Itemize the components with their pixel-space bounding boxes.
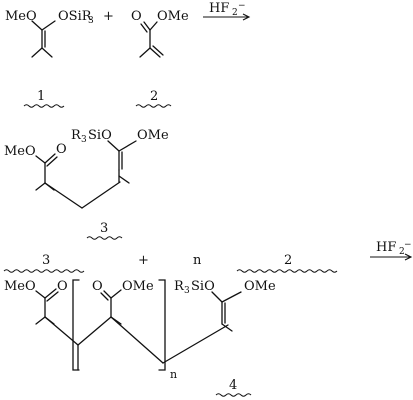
- bond: [221, 323, 233, 332]
- bond: [107, 140, 120, 152]
- meo-label: MeO: [4, 144, 36, 159]
- polymer-product-4: MeO O O OMe R 3 SiO OMe n: [4, 279, 276, 381]
- catalyst-subscript: 2: [399, 247, 405, 257]
- label-2: 2: [284, 253, 292, 268]
- ome-label-2: OMe: [244, 279, 276, 294]
- label-1: 1: [37, 89, 45, 104]
- wavy-underline: [135, 104, 172, 108]
- label-2: 2: [150, 89, 158, 104]
- catalyst-superscript: −: [404, 240, 412, 250]
- catalyst-label: HF: [376, 240, 396, 255]
- wavy-underline: [3, 269, 85, 273]
- catalyst-superscript: −: [238, 1, 246, 11]
- r-subscript: 3: [184, 286, 190, 296]
- bond: [149, 21, 158, 31]
- wavy-underline: [236, 269, 338, 273]
- reaction-arrow-1: HF 2 −: [203, 1, 251, 21]
- arrow-head: [404, 253, 413, 261]
- carbonyl-o-label: O: [131, 9, 142, 24]
- compound-label-2: 2: [135, 89, 172, 108]
- double-bond: [103, 290, 112, 299]
- osir-label: OSiR: [58, 9, 93, 24]
- bond: [35, 155, 46, 164]
- meo-label: MeO: [4, 279, 36, 294]
- catalyst-label: HF: [209, 1, 229, 16]
- sio-label: SiO: [191, 279, 215, 294]
- bond: [139, 47, 151, 58]
- bond: [77, 316, 112, 346]
- bond: [118, 140, 137, 152]
- bond: [110, 289, 122, 299]
- sio-label: SiO: [88, 128, 112, 143]
- meo-label: MeO: [5, 9, 37, 24]
- reactant-methyl-methacrylate: O OMe: [131, 9, 189, 58]
- bond: [211, 291, 223, 303]
- right-bracket: [158, 279, 166, 371]
- dimer-product-3: MeO O R 3 SiO OMe: [4, 128, 169, 209]
- double-bond: [149, 47, 161, 58]
- double-bond: [152, 45, 164, 56]
- n-equivalents-label: n: [193, 253, 202, 268]
- double-bond: [46, 291, 59, 302]
- label-3: 3: [42, 253, 50, 268]
- carbonyl-o-label: O: [57, 279, 68, 294]
- double-bond: [46, 156, 58, 167]
- r-subscript: 3: [81, 135, 87, 145]
- arrow-head: [242, 13, 251, 21]
- plus-sign: +: [138, 253, 149, 268]
- reactant-silyl-ketene-acetal: MeO OSiR 3: [5, 9, 94, 58]
- double-bond: [44, 153, 56, 164]
- bond: [35, 316, 46, 325]
- bond: [81, 181, 121, 209]
- left-bracket: [72, 279, 80, 371]
- bond: [41, 47, 53, 58]
- double-bond: [143, 21, 151, 31]
- bond: [162, 324, 229, 364]
- reagent-2-label: 2: [236, 253, 338, 273]
- bond: [118, 175, 130, 184]
- ome-label: OMe: [137, 128, 169, 143]
- bond: [110, 316, 164, 364]
- wavy-underline: [215, 393, 252, 397]
- bond: [44, 182, 83, 209]
- wavy-underline: [86, 236, 123, 240]
- bond: [221, 291, 242, 303]
- compound-label-1: 1: [23, 89, 65, 108]
- ome-label: OMe: [157, 9, 189, 24]
- wavy-underline: [23, 104, 65, 108]
- osir-subscript: 3: [88, 16, 94, 26]
- compound-label-4: 4: [215, 378, 252, 397]
- plus-sign: +: [103, 9, 114, 24]
- bond: [35, 290, 46, 299]
- label-3: 3: [100, 221, 108, 236]
- bond: [31, 47, 43, 58]
- carbonyl-o-label: O: [56, 142, 67, 157]
- double-bond: [140, 23, 148, 33]
- bond: [35, 182, 46, 191]
- r-label: R: [174, 279, 185, 294]
- bond: [31, 20, 43, 31]
- bond: [41, 20, 56, 31]
- ome-label: OMe: [122, 279, 154, 294]
- catalyst-subscript: 2: [232, 8, 238, 18]
- double-bond: [100, 292, 109, 301]
- carbonyl-o-label-2: O: [92, 279, 103, 294]
- reaction-arrow-2: HF 2 −: [370, 240, 413, 261]
- label-4: 4: [229, 378, 237, 393]
- reactant-3-label: 3: [3, 253, 85, 273]
- r-label: R: [71, 128, 82, 143]
- double-bond: [44, 288, 57, 299]
- compound-label-3: 3: [86, 221, 123, 240]
- repeat-n-subscript: n: [170, 368, 177, 381]
